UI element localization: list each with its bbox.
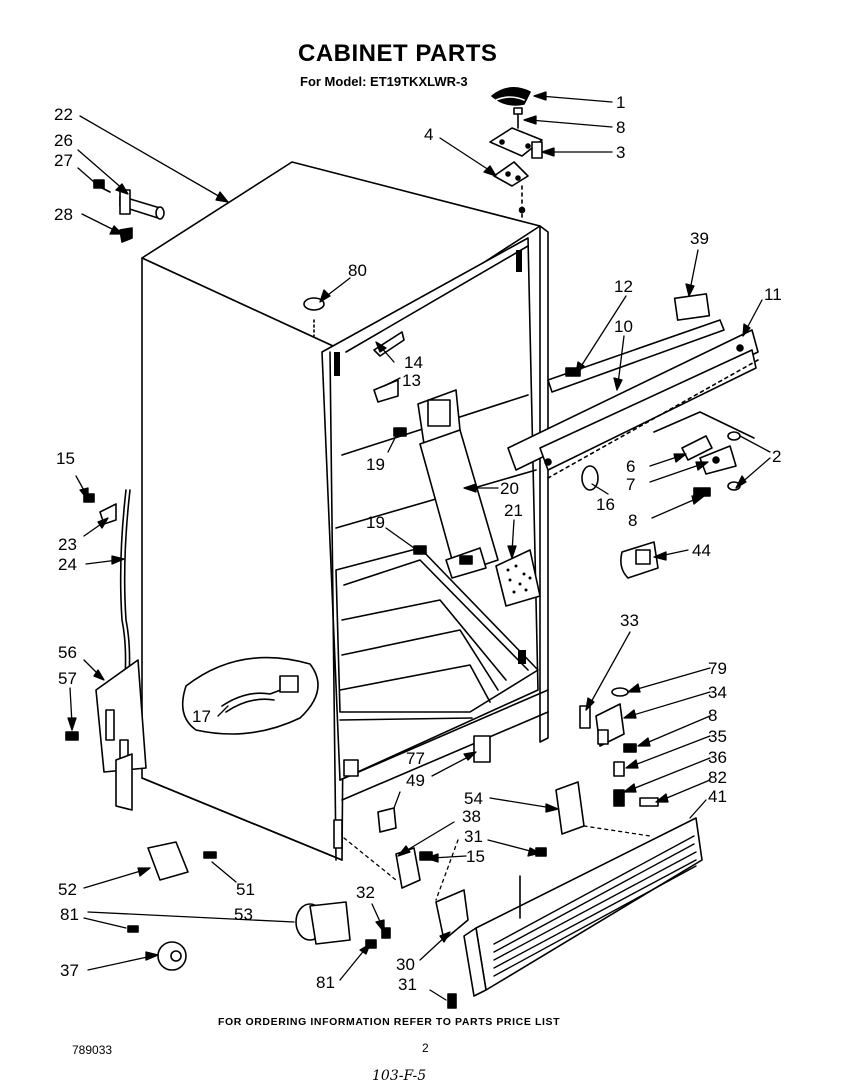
callout-label: 6 — [626, 457, 635, 476]
callout-label: 22 — [54, 105, 73, 124]
callout-label: 44 — [692, 541, 711, 560]
toe-grille-41 — [463, 817, 703, 997]
callout-label: 26 — [54, 131, 73, 150]
callout-labels: 1 8 3 4 22 26 27 28 80 39 12 11 10 14 13… — [54, 93, 782, 994]
callout-label: 81 — [60, 905, 79, 924]
callout-label: 57 — [58, 669, 77, 688]
callout-label: 34 — [708, 683, 727, 702]
air-duct-assembly — [393, 389, 541, 607]
wiring-harness-17 — [181, 656, 319, 735]
callout-label: 13 — [402, 371, 421, 390]
callout-label: 15 — [466, 847, 485, 866]
callout-label: 8 — [628, 511, 637, 530]
callout-label: 28 — [54, 205, 73, 224]
callout-label: 11 — [764, 285, 782, 304]
page-title: CABINET PARTS — [298, 40, 498, 67]
callout-label: 31 — [464, 827, 483, 846]
top-hinge-assembly — [489, 87, 543, 219]
callout-label: 30 — [396, 955, 415, 974]
callout-label: 15 — [56, 449, 75, 468]
leader-lines — [67, 91, 771, 1001]
callout-label: 10 — [614, 317, 633, 336]
clip-77 — [377, 807, 397, 833]
callout-label: 56 — [58, 643, 77, 662]
callout-label: 81 — [316, 973, 335, 992]
ordering-note: FOR ORDERING INFORMATION REFER TO PARTS … — [218, 1016, 561, 1028]
callout-label: 39 — [690, 229, 709, 248]
callout-label: 8 — [708, 706, 717, 725]
callout-label: 33 — [620, 611, 639, 630]
callout-label: 19 — [366, 455, 385, 474]
callout-label: 31 — [398, 975, 417, 994]
callout-label: 82 — [708, 768, 727, 787]
callout-label: 54 — [464, 789, 483, 808]
callout-label: 3 — [616, 143, 625, 162]
callout-label: 79 — [708, 659, 727, 678]
callout-label: 38 — [462, 807, 481, 826]
callout-label: 80 — [348, 261, 367, 280]
callout-label: 19 — [366, 513, 385, 532]
document-number: 789033 — [72, 1043, 113, 1057]
callout-label: 21 — [504, 501, 523, 520]
part-44 — [620, 541, 659, 579]
left-hinge-pin-parts — [93, 179, 165, 243]
callout-label: 4 — [424, 125, 433, 144]
callout-label: 17 — [192, 707, 211, 726]
callout-label: 41 — [708, 787, 727, 806]
callout-label: 12 — [614, 277, 633, 296]
callout-label: 52 — [58, 880, 77, 899]
callout-label: 32 — [356, 883, 375, 902]
bottom-left-parts — [127, 841, 547, 1009]
callout-label: 1 — [616, 93, 625, 112]
handwritten-note: 103-F-5 — [372, 1068, 427, 1084]
callout-label: 49 — [406, 771, 425, 790]
middle-hinge-parts — [581, 431, 741, 497]
plug-80 — [303, 297, 325, 311]
callout-label: 7 — [626, 475, 635, 494]
left-side-parts — [65, 489, 147, 811]
callout-label: 8 — [616, 118, 625, 137]
callout-label: 37 — [60, 961, 79, 980]
callout-label: 51 — [236, 880, 255, 899]
page-number: 2 — [422, 1041, 429, 1055]
model-subtitle: For Model: ET19TKXLWR-3 — [300, 74, 468, 89]
upper-right-rail-parts — [507, 293, 759, 479]
callout-label: 2 — [772, 447, 781, 466]
bracket-49 — [473, 735, 491, 763]
callout-label: 53 — [234, 905, 253, 924]
callout-label: 20 — [500, 479, 519, 498]
callout-label: 24 — [58, 555, 77, 574]
callout-label: 14 — [404, 353, 423, 372]
callout-label: 16 — [596, 495, 615, 514]
lower-hinge-parts — [579, 687, 659, 807]
callout-label: 35 — [708, 727, 727, 746]
part-54 — [555, 781, 585, 835]
callout-label: 77 — [406, 749, 425, 768]
callout-label: 23 — [58, 535, 77, 554]
callout-label: 36 — [708, 748, 727, 767]
callout-label: 27 — [54, 151, 73, 170]
